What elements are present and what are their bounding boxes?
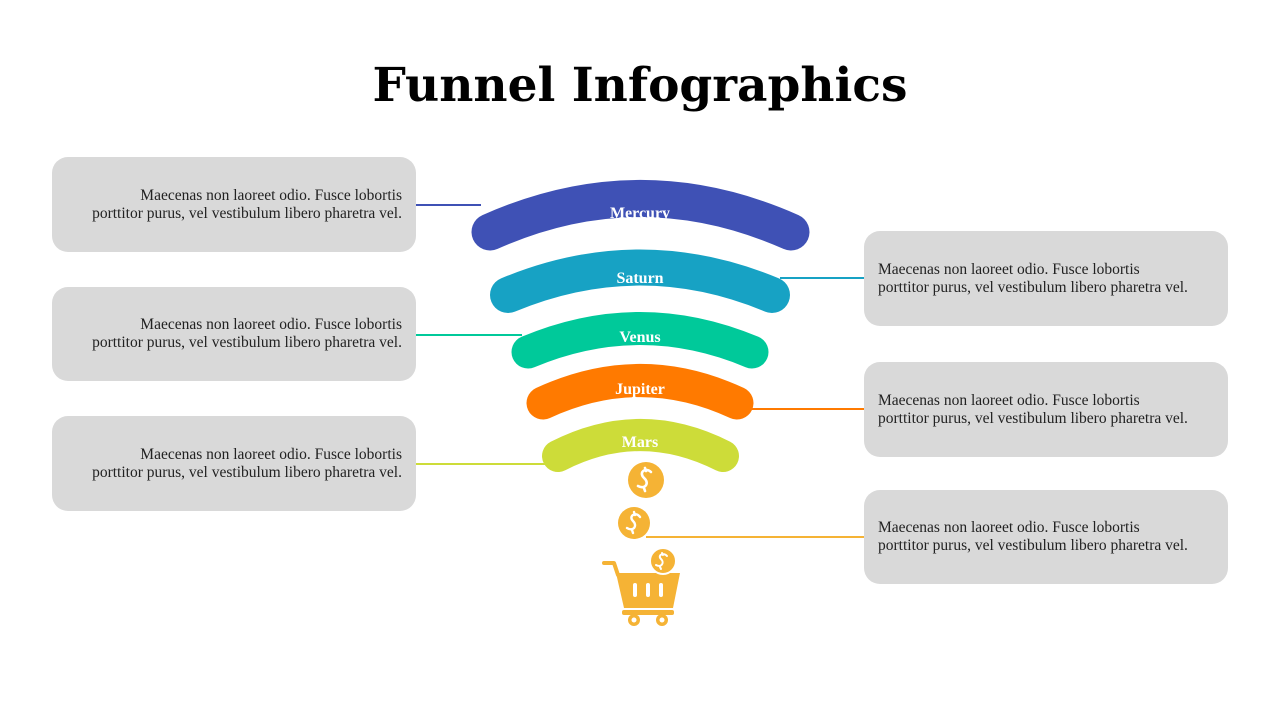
description-box-venus: Maecenas non laoreet odio. Fusce loborti… [52, 287, 416, 381]
funnel-label-mercury: Mercury [610, 205, 670, 222]
shopping-cart-icon [602, 547, 680, 626]
description-text: Maecenas non laoreet odio. Fusce loborti… [92, 316, 402, 351]
funnel-label-mars: Mars [622, 434, 658, 451]
funnel-label-jupiter: Jupiter [615, 381, 665, 398]
funnel-band-saturn [490, 249, 790, 313]
description-box-saturn: Maecenas non laoreet odio. Fusce loborti… [864, 231, 1228, 326]
description-text: Maecenas non laoreet odio. Fusce loborti… [878, 260, 1188, 296]
funnel-band-venus [511, 312, 769, 369]
funnel-band-mercury [471, 180, 810, 251]
funnel-label-saturn: Saturn [616, 270, 663, 287]
dollar-coin-icon [628, 462, 664, 498]
funnel-label-venus: Venus [619, 329, 660, 346]
description-text: Maecenas non laoreet odio. Fusce loborti… [878, 519, 1188, 554]
description-box-mercury: Maecenas non laoreet odio. Fusce loborti… [52, 157, 416, 252]
description-text: Maecenas non laoreet odio. Fusce loborti… [92, 186, 402, 222]
funnel-band-mars [542, 419, 739, 472]
page-title: Funnel Infographics [372, 58, 908, 113]
description-text: Maecenas non laoreet odio. Fusce loborti… [92, 445, 402, 481]
description-box-jupiter: Maecenas non laoreet odio. Fusce loborti… [864, 362, 1228, 457]
dollar-coin-icon [618, 507, 650, 539]
description-text: Maecenas non laoreet odio. Fusce loborti… [878, 391, 1188, 427]
description-box-mars: Maecenas non laoreet odio. Fusce loborti… [52, 416, 416, 511]
description-box-cart: Maecenas non laoreet odio. Fusce loborti… [864, 490, 1228, 584]
funnel-band-jupiter [526, 364, 754, 420]
